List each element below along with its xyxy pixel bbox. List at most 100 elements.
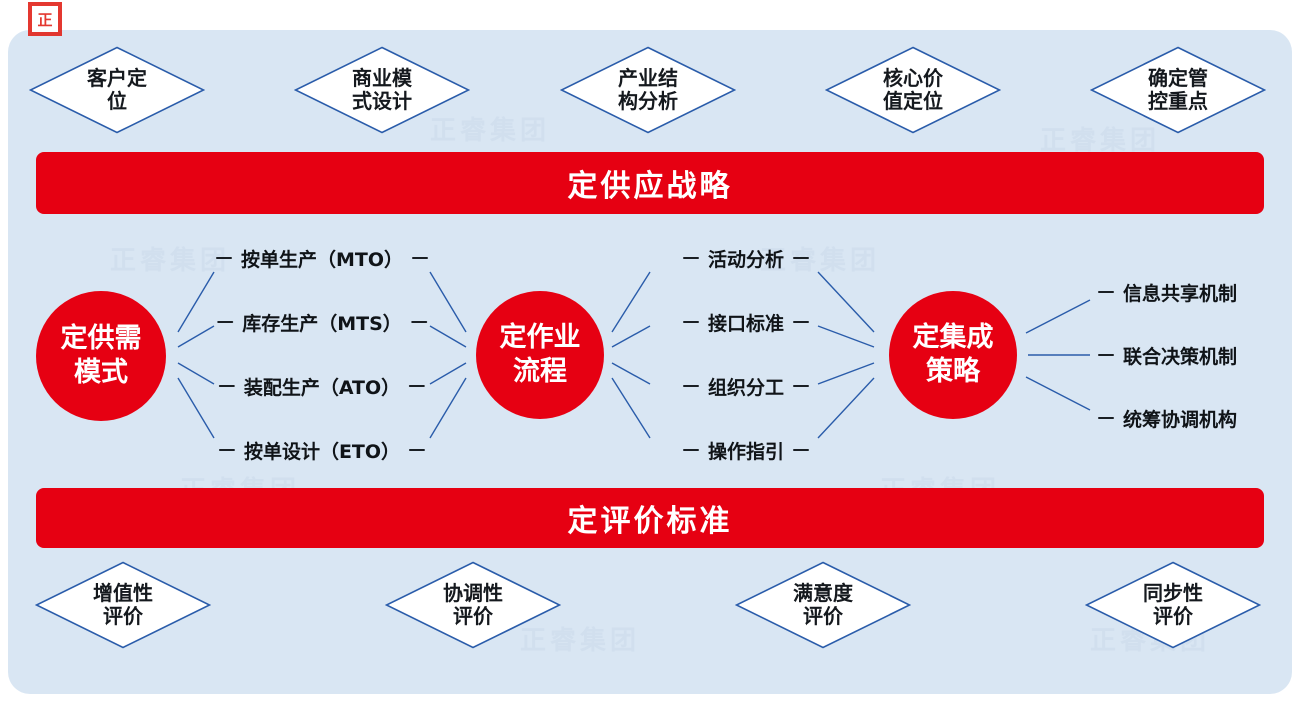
banner-supply-strategy-label: 定供应战略: [567, 169, 733, 204]
circle-supply-demand-mode: 定供需 模式: [36, 291, 166, 421]
diamond-label: 产业结构分析: [560, 46, 736, 134]
banner-supply-strategy: 定供应战略: [36, 152, 1264, 214]
diamond-shape: [560, 46, 736, 134]
diamond-shape: [825, 46, 1001, 134]
dash-connector: [682, 320, 699, 324]
dash-connector: [409, 448, 426, 452]
diamond-label-line1: 核心价: [883, 66, 943, 90]
dash-connector: [682, 384, 699, 388]
integration-item: 统筹协调机构: [1098, 404, 1237, 432]
diamond-label-line1: 满意度: [793, 581, 853, 605]
dash-connector: [409, 384, 426, 388]
diamond-shape: [29, 46, 205, 134]
brand-logo-char: 正: [37, 10, 53, 29]
dash-connector: [215, 256, 232, 260]
dash-connector: [218, 448, 235, 452]
top-diamond-control-points: 确定管控重点: [1090, 46, 1266, 134]
diamond-label-line2: 值定位: [883, 89, 943, 113]
diamond-label-line1: 同步性: [1143, 581, 1203, 605]
diamond-shape: [735, 561, 911, 649]
bottom-diamond-coordination: 协调性评价: [385, 561, 561, 649]
diamond-shape: [35, 561, 211, 649]
diamond-label: 客户定位: [29, 46, 205, 134]
diamond-label-line2: 评价: [803, 604, 843, 628]
diamond-label-line2: 评价: [1153, 604, 1193, 628]
process-item: 接口标准: [682, 308, 810, 336]
diamond-shape: [1090, 46, 1266, 134]
diamond-label-line2: 评价: [103, 604, 143, 628]
circle-label-line2: 模式: [74, 357, 128, 388]
bottom-diamond-value-added: 增值性评价: [35, 561, 211, 649]
banner-evaluation-standard: 定评价标准: [36, 488, 1264, 548]
diamond-label-line2: 评价: [453, 604, 493, 628]
top-diamond-core-value: 核心价值定位: [825, 46, 1001, 134]
diamond-shape: [1085, 561, 1261, 649]
bottom-diamond-synchronization: 同步性评价: [1085, 561, 1261, 649]
diamond-label-line1: 确定管: [1148, 66, 1208, 90]
process-item-label: 操作指引: [707, 440, 785, 463]
diamond-label: 确定管控重点: [1090, 46, 1266, 134]
diamond-label-line1: 协调性: [443, 581, 503, 605]
diamond-label-line1: 增值性: [93, 581, 153, 605]
top-diamond-business-model: 商业模式设计: [294, 46, 470, 134]
diamond-label-line1: 客户定: [87, 66, 147, 90]
diamond-label-line1: 产业结: [618, 66, 678, 90]
supply-mode-item: 装配生产（ATO）: [218, 372, 426, 400]
diamond-label-line1: 商业模: [352, 66, 412, 90]
integration-item-label: 联合决策机制: [1123, 345, 1238, 368]
dash-connector: [412, 256, 429, 260]
circle-label-line1: 定作业: [499, 322, 581, 354]
dash-connector: [682, 256, 699, 260]
dash-connector: [793, 448, 810, 452]
diamond-label: 商业模式设计: [294, 46, 470, 134]
circle-label-line2: 流程: [513, 356, 567, 387]
supply-mode-item: 按单设计（ETO）: [218, 436, 426, 464]
process-item: 活动分析: [682, 244, 810, 272]
supply-mode-item: 按单生产（MTO）: [215, 244, 429, 272]
supply-mode-label: 按单生产（MTO）: [240, 248, 404, 271]
diamond-label: 同步性评价: [1085, 561, 1261, 649]
bottom-diamond-satisfaction: 满意度评价: [735, 561, 911, 649]
diamond-label: 增值性评价: [35, 561, 211, 649]
integration-item: 信息共享机制: [1098, 278, 1237, 306]
dash-connector: [218, 384, 235, 388]
diamond-label: 协调性评价: [385, 561, 561, 649]
process-item: 组织分工: [682, 372, 810, 400]
circle-label-line1: 定集成: [912, 322, 994, 354]
dash-connector: [682, 448, 699, 452]
process-item-label: 组织分工: [707, 376, 785, 399]
banner-evaluation-standard-label: 定评价标准: [567, 504, 733, 539]
process-item-label: 接口标准: [707, 312, 785, 335]
diamond-label: 满意度评价: [735, 561, 911, 649]
supply-mode-label: 按单设计（ETO）: [243, 440, 401, 463]
top-diamond-customer-positioning: 客户定位: [29, 46, 205, 134]
diamond-shape: [385, 561, 561, 649]
diamond-label-line2: 控重点: [1148, 89, 1208, 113]
integration-item: 联合决策机制: [1098, 341, 1237, 369]
integration-item-label: 统筹协调机构: [1123, 408, 1238, 431]
process-item-label: 活动分析: [707, 248, 785, 271]
dash-connector: [410, 320, 427, 324]
dash-connector: [793, 256, 810, 260]
diamond-shape: [294, 46, 470, 134]
dash-connector: [793, 384, 810, 388]
dash-connector: [1098, 416, 1114, 420]
diamond-label-line2: 构分析: [618, 89, 678, 113]
top-diamond-industry-structure: 产业结构分析: [560, 46, 736, 134]
diamond-label-line2: 位: [107, 89, 127, 113]
supply-mode-item: 库存生产（MTS）: [217, 308, 427, 336]
diamond-label-line2: 式设计: [352, 89, 412, 113]
dash-connector: [217, 320, 234, 324]
dash-connector: [1098, 290, 1114, 294]
dash-connector: [1098, 353, 1114, 357]
circle-label-line1: 定供需: [60, 323, 142, 355]
diamond-label: 核心价值定位: [825, 46, 1001, 134]
diagram-background: [8, 30, 1292, 694]
integration-item-label: 信息共享机制: [1123, 282, 1238, 305]
supply-mode-label: 装配生产（ATO）: [243, 376, 401, 399]
process-item: 操作指引: [682, 436, 810, 464]
circle-operation-process: 定作业 流程: [476, 291, 604, 419]
circle-label-line2: 策略: [926, 356, 980, 387]
supply-mode-label: 库存生产（MTS）: [242, 312, 402, 335]
